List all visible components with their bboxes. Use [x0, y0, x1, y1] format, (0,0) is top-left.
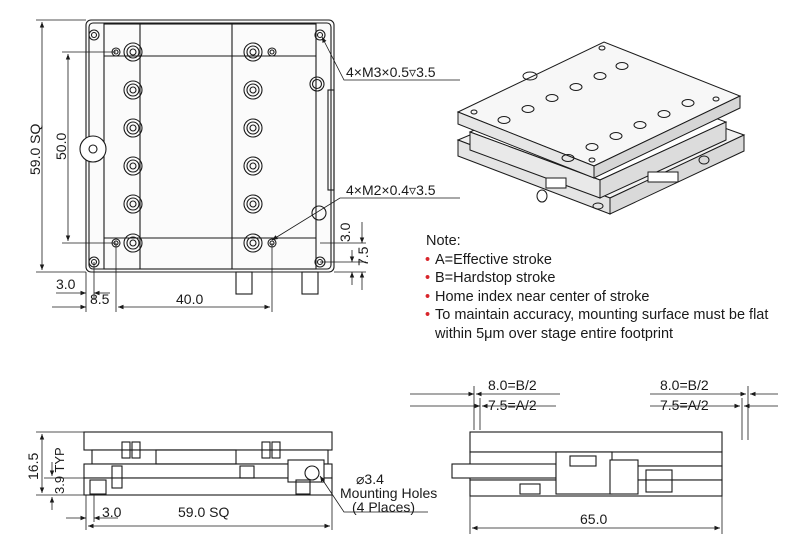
- home-sensor-knob: [79, 135, 107, 163]
- dim-59-sq-horizontal: 59.0 SQ: [178, 504, 229, 520]
- front-view-dimensions: [410, 386, 778, 534]
- note-item: B=Hardstop stroke: [425, 269, 796, 288]
- dim-3-left: 3.0: [56, 276, 76, 292]
- dim-3-side: 3.0: [102, 504, 122, 520]
- isometric-view: [456, 41, 746, 215]
- note-item: Home index near center of stroke: [425, 288, 796, 307]
- dim-3-right: 3.0: [337, 222, 353, 242]
- notes-block: Note: A=Effective stroke B=Hardstop stro…: [425, 232, 796, 344]
- side-view: [83, 431, 333, 496]
- front-view-top-plate: [469, 431, 723, 453]
- counterbore-row-right: [243, 42, 263, 253]
- dim-7-5: 7.5: [355, 246, 371, 266]
- dim-a-half-right: 7.5=A/2: [660, 397, 709, 413]
- dim-50-vertical: 50.0: [53, 133, 69, 160]
- callout-m2-holes: 4×M2×0.4▿3.5: [346, 182, 436, 198]
- side-view-top-plate: [83, 431, 333, 451]
- corner-holes: [88, 29, 326, 268]
- counterbore-row-left: [123, 42, 143, 253]
- mounting-callout-label: Mounting Holes: [340, 485, 437, 501]
- mounting-callout-count: (4 Places): [352, 499, 415, 515]
- dim-b-half-left: 8.0=B/2: [488, 377, 537, 393]
- mounting-hole: [304, 465, 320, 481]
- note-item: A=Effective stroke: [425, 251, 796, 270]
- top-view: [79, 19, 335, 295]
- dim-65: 65.0: [580, 511, 607, 527]
- top-view-body: [85, 19, 335, 273]
- dim-59-sq-vertical: 59.0 SQ: [27, 124, 43, 175]
- notes-title: Note:: [426, 233, 461, 249]
- dim-a-half-left: 7.5=A/2: [488, 397, 537, 413]
- notes-list: A=Effective stroke B=Hardstop stroke Hom…: [425, 251, 796, 344]
- top-view-dimensions: [36, 19, 460, 312]
- dim-b-half-right: 8.0=B/2: [660, 377, 709, 393]
- side-view-dimensions: [36, 431, 428, 530]
- dim-8-5: 8.5: [90, 291, 110, 307]
- dim-3-9-typ: 3.9 TYP: [52, 447, 67, 494]
- mounting-callout-diameter: ⌀3.4: [356, 471, 384, 487]
- note-item: To maintain accuracy, mounting surface m…: [425, 306, 796, 343]
- callout-m3-holes: 4×M3×0.5▿3.5: [346, 64, 436, 80]
- front-view: [451, 431, 723, 497]
- dim-16-5: 16.5: [25, 453, 41, 480]
- dim-40: 40.0: [176, 291, 203, 307]
